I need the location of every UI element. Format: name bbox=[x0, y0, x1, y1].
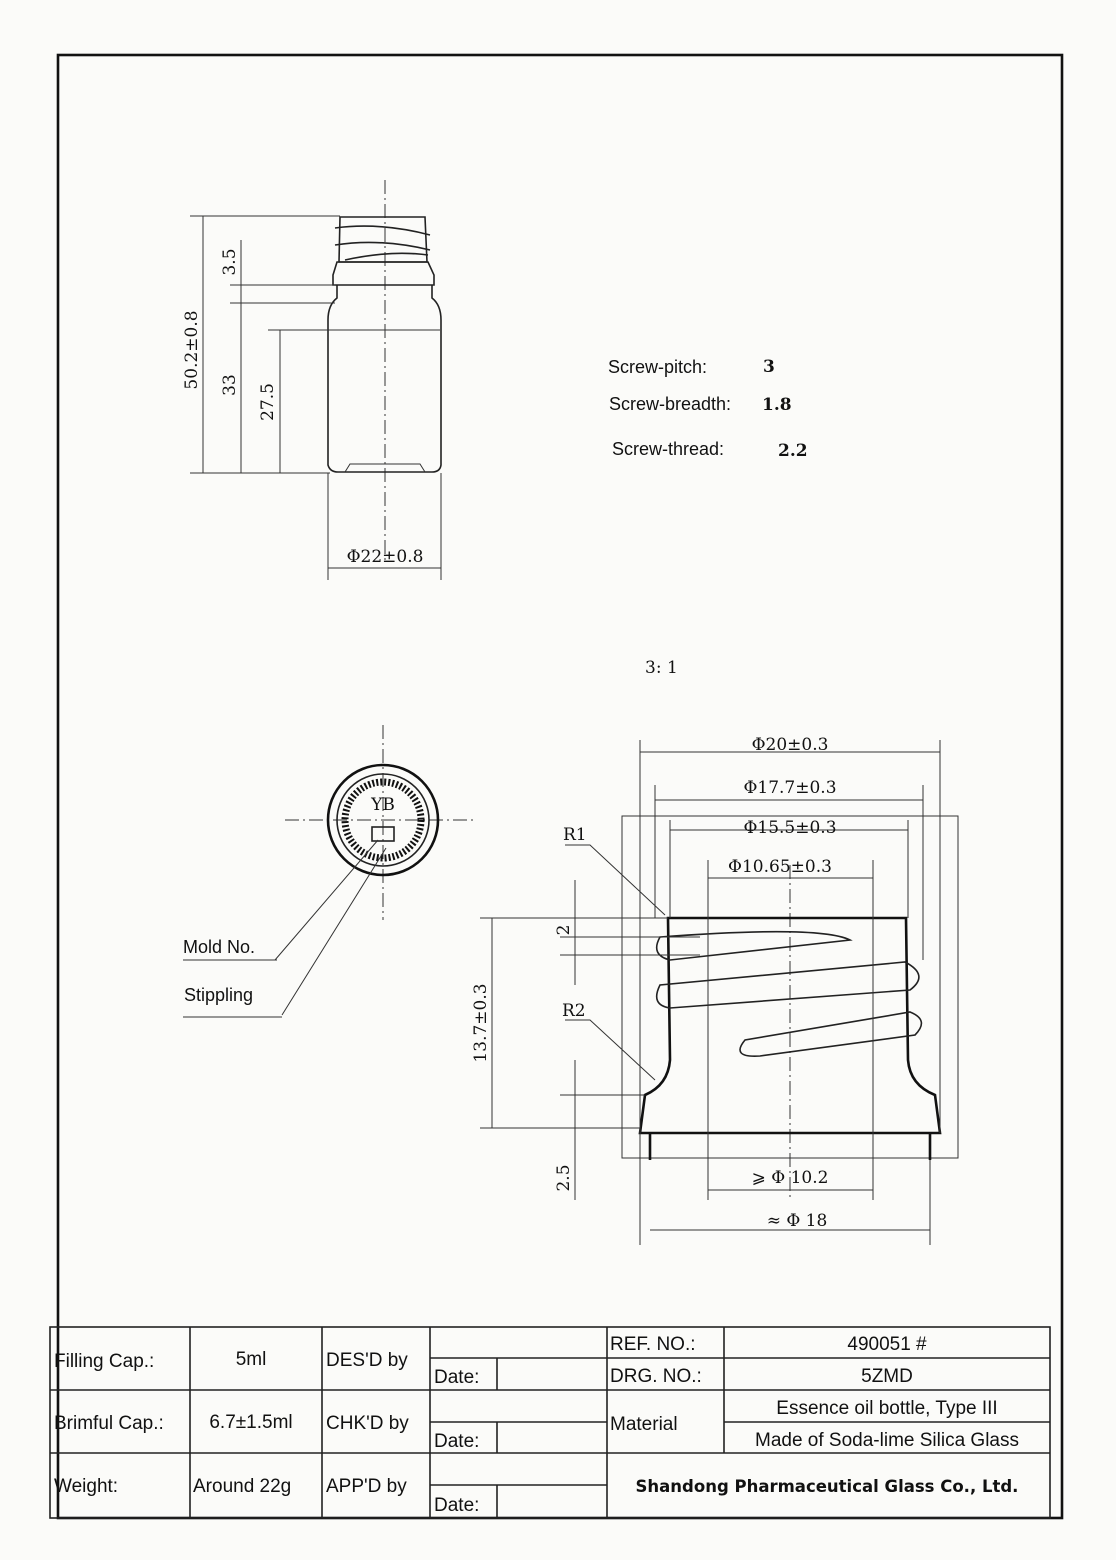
filling-cap-value: 5ml bbox=[236, 1349, 267, 1370]
overall-height-dim: 50.2±0.8 bbox=[182, 310, 202, 389]
diameter-17-7-dim: Φ17.7±0.3 bbox=[743, 778, 836, 798]
neck-detail-view: Φ20±0.3 Φ17.7±0.3 Φ15.5±0.3 Φ10.65±0.3 ⩾… bbox=[471, 735, 959, 1245]
screw-pitch-label: Screw-pitch: bbox=[608, 357, 707, 377]
company-name: Shandong Pharmaceutical Glass Co., Ltd. bbox=[636, 1477, 1019, 1496]
screw-pitch-value: 3 bbox=[763, 357, 775, 377]
weight-value: Around 22g bbox=[193, 1476, 291, 1497]
designed-by-label: DES'D by bbox=[326, 1350, 408, 1371]
screw-breadth-label: Screw-breadth: bbox=[609, 394, 731, 414]
stippling-label: Stippling bbox=[184, 985, 253, 1005]
date-label-3: Date: bbox=[434, 1495, 479, 1516]
bottle-side-view: 50.2±0.8 33 27.5 3.5 Φ22±0.8 bbox=[182, 180, 442, 580]
weight-label: Weight: bbox=[54, 1476, 118, 1497]
screw-thread-value: 2.2 bbox=[778, 441, 808, 461]
brimful-cap-value: 6.7±1.5ml bbox=[209, 1412, 292, 1433]
filling-cap-label: Filling Cap.: bbox=[54, 1351, 154, 1372]
diameter-20-dim: Φ20±0.3 bbox=[752, 735, 829, 755]
date-label-1: Date: bbox=[434, 1367, 479, 1388]
drg-no-label: DRG. NO.: bbox=[610, 1366, 702, 1387]
radius-r2-label: R2 bbox=[562, 1001, 586, 1021]
neck-height-dim: 13.7±0.3 bbox=[471, 983, 491, 1062]
ref-no-value: 490051 # bbox=[847, 1334, 927, 1355]
brimful-cap-label: Brimful Cap.: bbox=[54, 1413, 164, 1434]
approved-by-label: APP'D by bbox=[326, 1476, 407, 1497]
diameter-15-5-dim: Φ15.5±0.3 bbox=[743, 818, 836, 838]
mold-no-label: Mold No. bbox=[183, 937, 255, 957]
mold-mark: YB bbox=[370, 795, 395, 815]
base-diameter-dim: ≈ Φ 18 bbox=[767, 1211, 828, 1231]
bore-dim: ⩾ Φ 10.2 bbox=[752, 1168, 829, 1188]
ref-no-label: REF. NO.: bbox=[610, 1334, 696, 1355]
title-block: Filling Cap.: 5ml Brimful Cap.: 6.7±1.5m… bbox=[49, 1326, 1051, 1519]
diameter-10-65-dim: Φ10.65±0.3 bbox=[728, 857, 832, 877]
scale-label: 3: 1 bbox=[645, 658, 678, 678]
screw-thread-label: Screw-thread: bbox=[612, 439, 724, 459]
bottle-top-view: YB Mold No. Stippling bbox=[183, 725, 475, 1018]
drg-no-value: 5ZMD bbox=[861, 1366, 913, 1387]
screw-specs: Screw-pitch: 3 Screw-breadth: 1.8 Screw-… bbox=[608, 357, 808, 461]
material-label: Material bbox=[610, 1414, 678, 1435]
checked-by-label: CHK'D by bbox=[326, 1413, 409, 1434]
thread-height-dim: 2 bbox=[554, 925, 574, 936]
lip-height-dim: 2.5 bbox=[554, 1164, 574, 1191]
material-line-1: Essence oil bottle, Type III bbox=[776, 1398, 997, 1419]
radius-r1-label: R1 bbox=[563, 825, 587, 845]
height-27-5-dim: 27.5 bbox=[258, 383, 278, 421]
height-33-dim: 33 bbox=[220, 374, 240, 396]
date-label-2: Date: bbox=[434, 1431, 479, 1452]
body-diameter-dim: Φ22±0.8 bbox=[347, 547, 424, 567]
material-line-2: Made of Soda-lime Silica Glass bbox=[755, 1430, 1019, 1451]
screw-breadth-value: 1.8 bbox=[762, 395, 792, 415]
height-3-5-dim: 3.5 bbox=[220, 248, 240, 275]
drawing-frame bbox=[56, 53, 1064, 1520]
